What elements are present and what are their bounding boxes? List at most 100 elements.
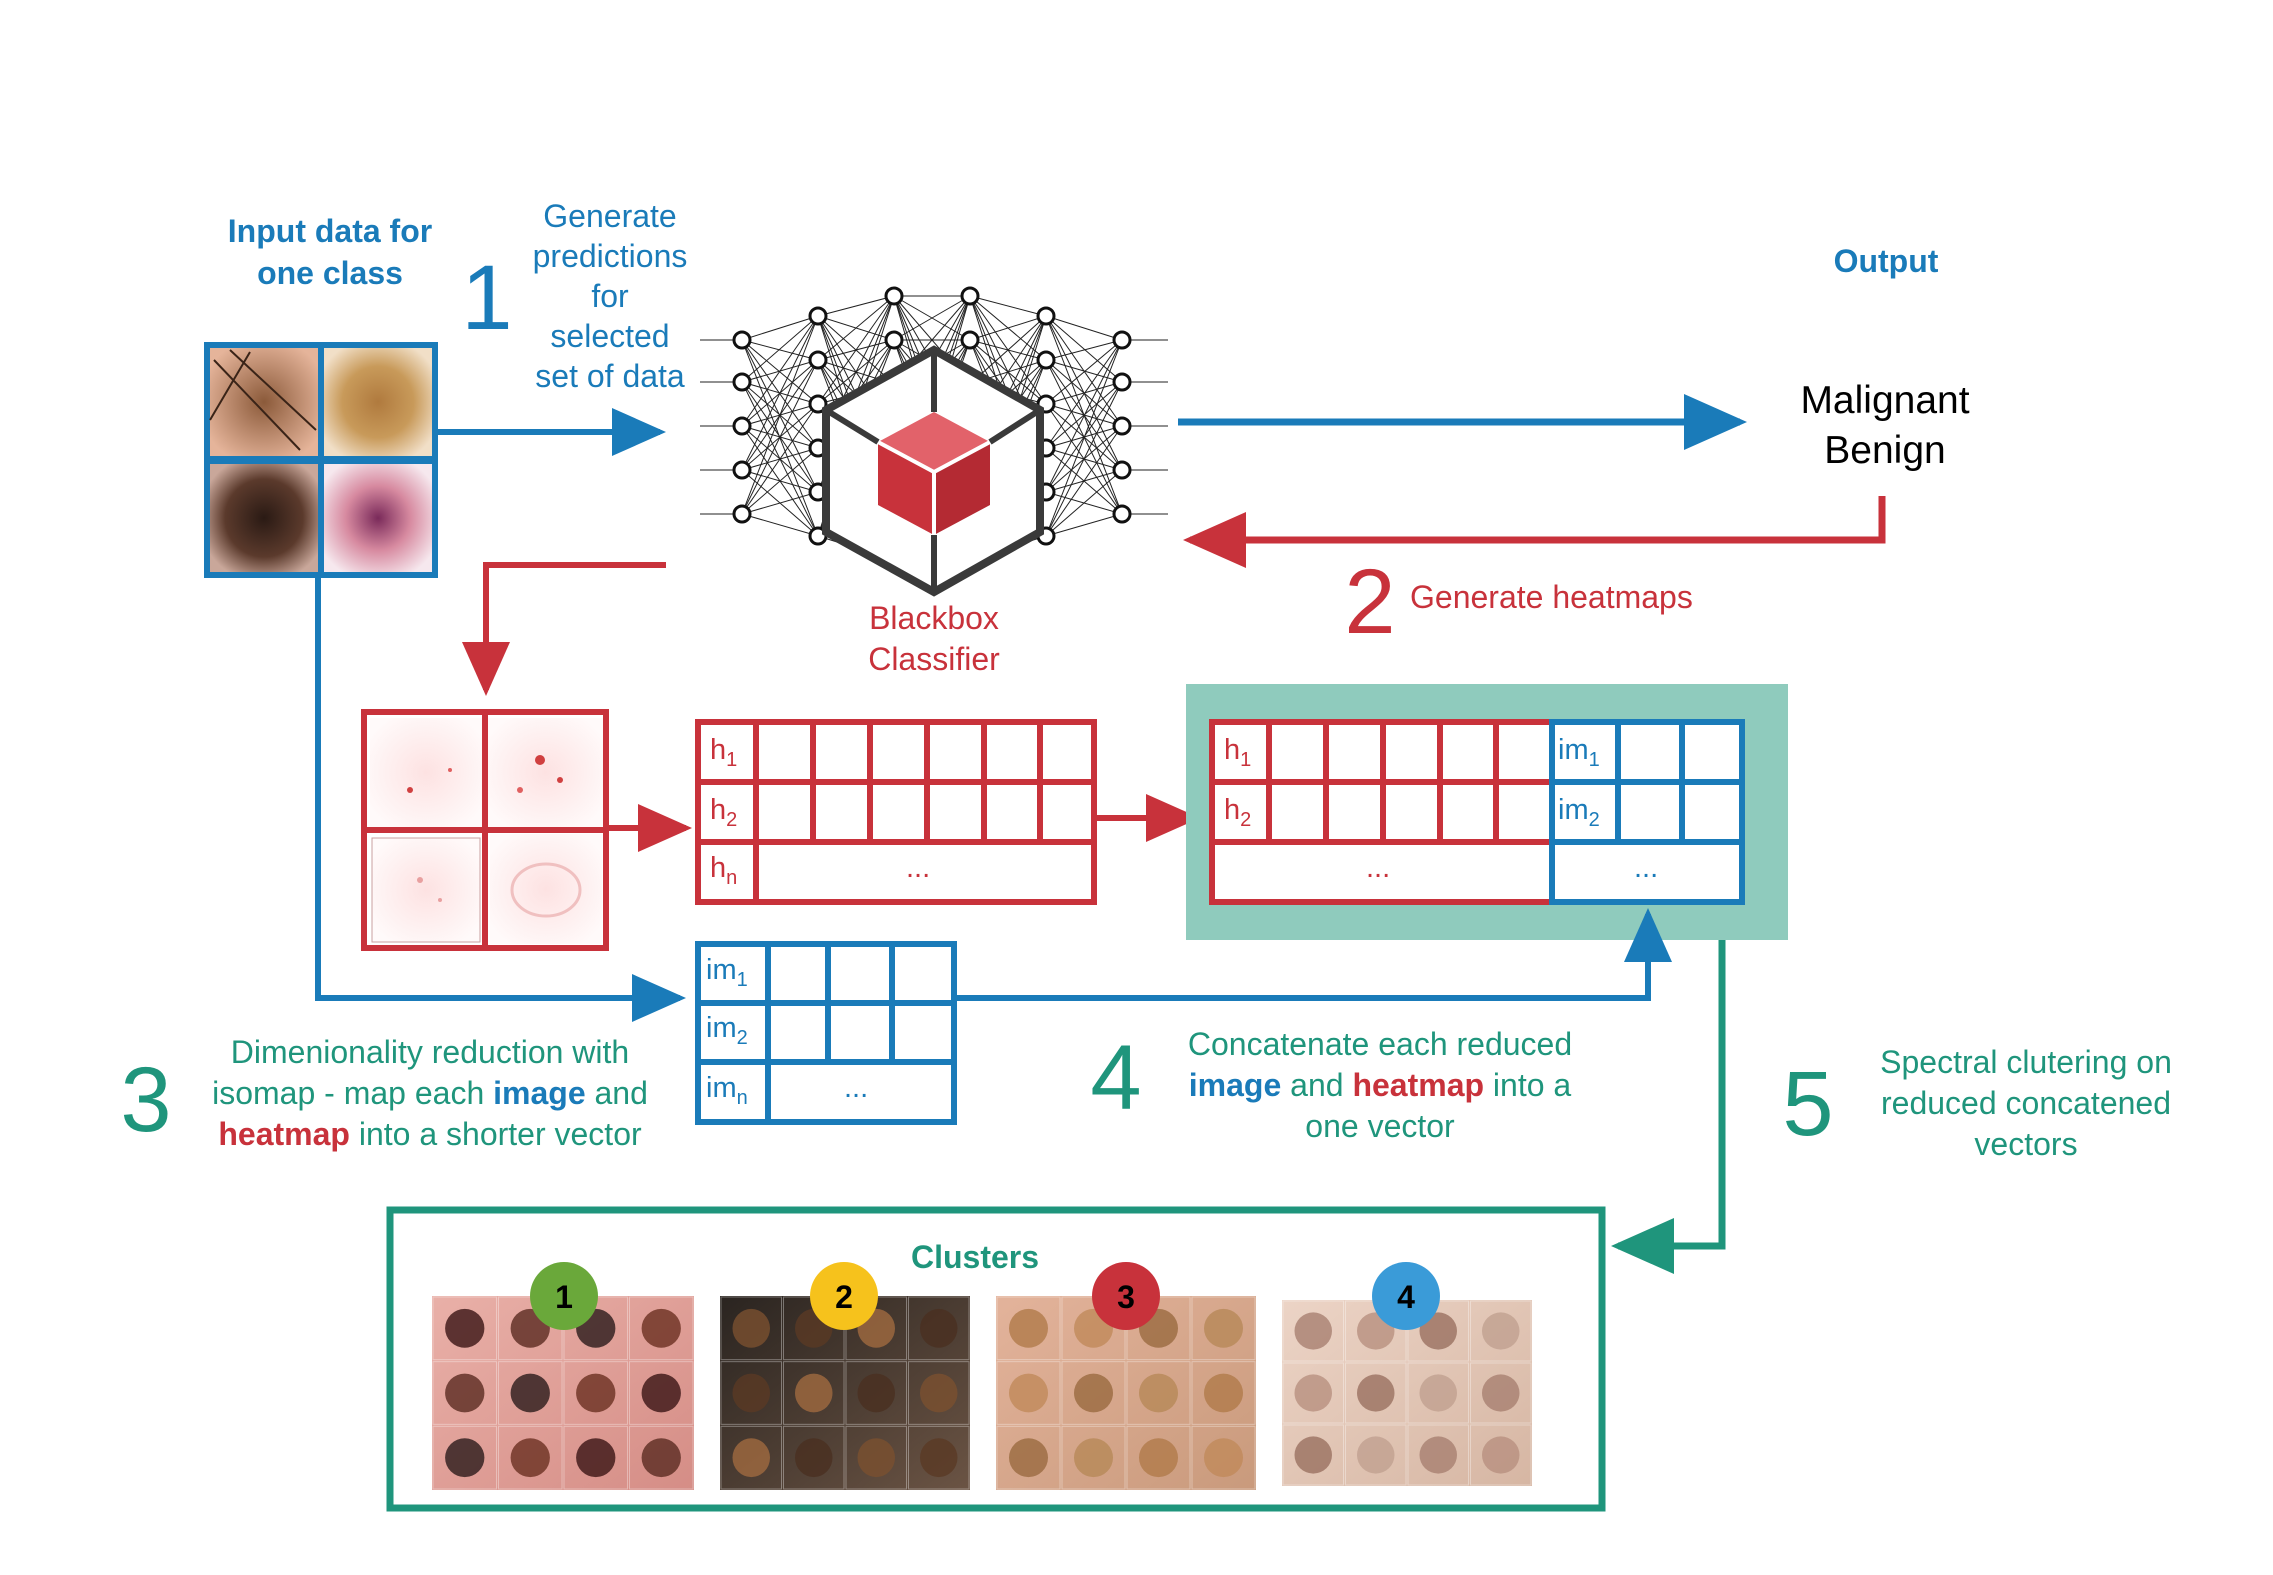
arrow-input-to-image-table [315,578,686,1022]
cluster-tile [783,1425,845,1490]
clusters-title: Clusters [910,1239,1040,1275]
heatmap-vector-table [695,719,1097,905]
output-class-malignant: Malignant [1800,379,1970,422]
lesion-thumbnail [641,1438,681,1478]
nn-node [960,330,980,350]
cluster-tile [563,1425,628,1490]
concat-h-row-2: h2 [1224,794,1252,831]
arrow-classifier-to-heatmaps [462,562,666,696]
lesion-thumbnail [920,1438,958,1478]
lesion-thumbnail [795,1373,833,1413]
lesion-thumbnail [1419,1312,1457,1350]
nn-node [884,286,904,306]
image-vector-table [695,941,957,1125]
concat-im-ellipsis: ... [1634,852,1659,884]
lesion-thumbnail [857,1373,895,1413]
concat-im-row-2: im2 [1558,794,1600,831]
lesion-thumbnail [1139,1438,1178,1478]
cluster-tile [720,1425,782,1490]
cluster-3-badge [1092,1262,1160,1330]
blackbox-icon [822,345,1044,597]
lesion-thumbnail [920,1308,958,1348]
lesion-thumbnail [1204,1308,1243,1348]
nn-node [1036,350,1056,370]
cluster-tile [432,1296,497,1361]
cluster-tile [563,1361,628,1425]
lesion-thumbnail [576,1373,616,1413]
cluster-4-label: 4 [1397,1279,1415,1315]
lesion-thumbnail [1139,1373,1178,1413]
cluster-tile [1282,1300,1344,1362]
cluster-2-label: 2 [835,1279,853,1315]
heatmap-image-grid [361,709,609,951]
image-row-n: imn [706,1072,748,1109]
cluster-tile [783,1361,845,1425]
cluster-tile [908,1296,970,1361]
image-row-1: im1 [706,954,748,991]
lesion-thumbnail [1009,1308,1048,1348]
cluster-tile [432,1425,497,1490]
cluster-tile [996,1361,1061,1425]
lesion-thumbnail [857,1438,895,1478]
lesion-thumbnail [445,1308,485,1348]
nn-node [1112,504,1132,524]
lesion-thumbnail [445,1438,485,1478]
concat-vector-table [1209,719,1745,905]
cluster-tile [629,1296,694,1361]
step2-number: 2 [1344,551,1396,653]
lesion-thumbnail [1357,1436,1395,1474]
nn-node [732,330,752,350]
image-row-2: im2 [706,1012,748,1049]
nn-node [808,350,828,370]
lesion-thumbnail [1419,1436,1457,1474]
cluster-tile [1191,1361,1256,1425]
nn-node [960,286,980,306]
concat-h-ellipsis: ... [1366,852,1391,884]
cluster-tile [1345,1424,1407,1486]
lesion-thumbnail [1419,1374,1457,1412]
cluster-tile [720,1361,782,1425]
lesion-thumbnail [920,1373,958,1413]
cluster-tile [1470,1362,1532,1424]
cluster-tile [845,1425,907,1490]
lesion-thumbnail [576,1438,616,1478]
lesion-thumbnail [445,1373,485,1413]
cluster-tile [845,1361,907,1425]
cluster-tile [1407,1362,1469,1424]
nn-node [1112,372,1132,392]
cluster-tile [629,1361,694,1425]
step1-number: 1 [461,247,513,349]
nn-node [1036,306,1056,326]
cluster-tile [908,1361,970,1425]
lesion-thumbnail [1482,1374,1520,1412]
lesion-thumbnail [1294,1312,1332,1350]
arrow-image-table-to-concat [954,908,1672,1001]
concat-im-row-1: im1 [1558,734,1600,771]
heatmap-row-2: h2 [710,794,738,831]
output-classes: Malignant Benign [1740,376,2030,476]
cluster-tile [1345,1362,1407,1424]
cluster-tile [1191,1425,1256,1490]
cluster-tile [1126,1425,1191,1490]
lesion-thumbnail [795,1438,833,1478]
nn-node [808,306,828,326]
lesion-thumbnail [510,1373,550,1413]
step2-label: Generate heatmaps [1410,579,1693,615]
cluster-tile [498,1361,563,1425]
cluster-tile [1407,1424,1469,1486]
cluster-4-badge [1372,1262,1440,1330]
cluster-tile [1282,1362,1344,1424]
cluster-tile [1191,1296,1256,1361]
lesion-thumbnail [732,1373,770,1413]
cluster-tile [996,1425,1061,1490]
lesion-thumbnail [732,1308,770,1348]
cluster-3-label: 3 [1117,1279,1135,1315]
image-ellipsis: ... [844,1072,869,1104]
cluster-tile [1126,1361,1191,1425]
cluster-tile [1282,1424,1344,1486]
nn-node [732,504,752,524]
lesion-thumbnail [732,1438,770,1478]
heatmap-row-n: hn [710,852,738,889]
